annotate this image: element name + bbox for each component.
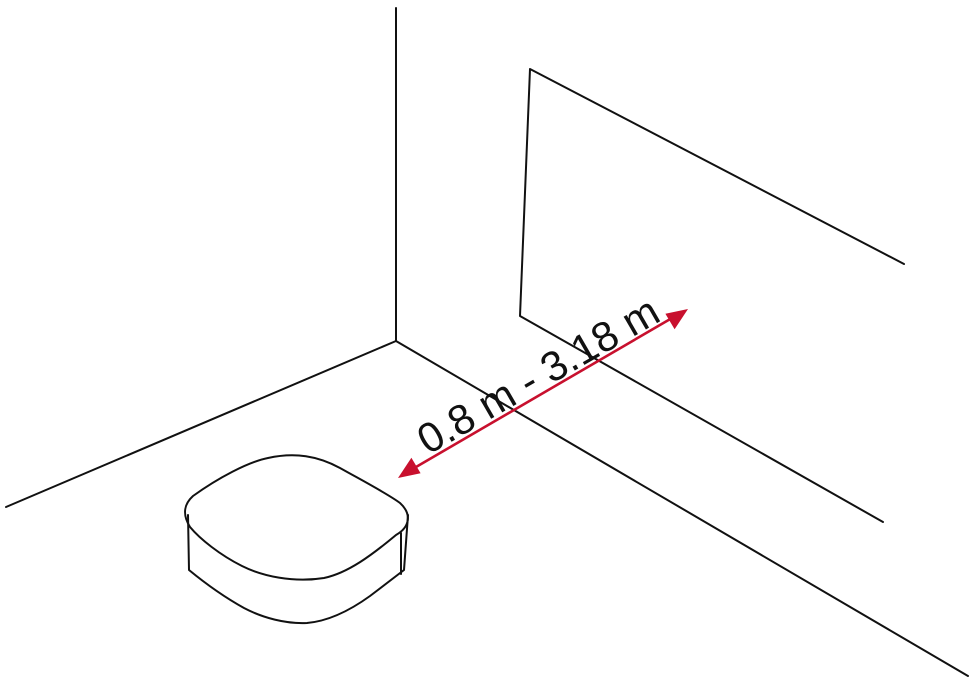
room-floor-right-edge [395, 340, 969, 677]
projection-screen-outline [519, 68, 905, 523]
room-corner [5, 7, 969, 677]
distance-label: 0.8 m - 3.18 m [409, 287, 667, 463]
distance-arrow-head-near [398, 457, 421, 478]
distance-dimension: 0.8 m - 3.18 m [398, 287, 688, 478]
projector-front-side [187, 514, 409, 625]
projection-screen [519, 68, 905, 523]
room-floor-left-edge [5, 340, 397, 508]
distance-arrow-line [415, 316, 673, 469]
projector-top-surface [184, 454, 409, 581]
distance-arrow-head-far [665, 309, 688, 330]
projector-device [184, 454, 409, 625]
